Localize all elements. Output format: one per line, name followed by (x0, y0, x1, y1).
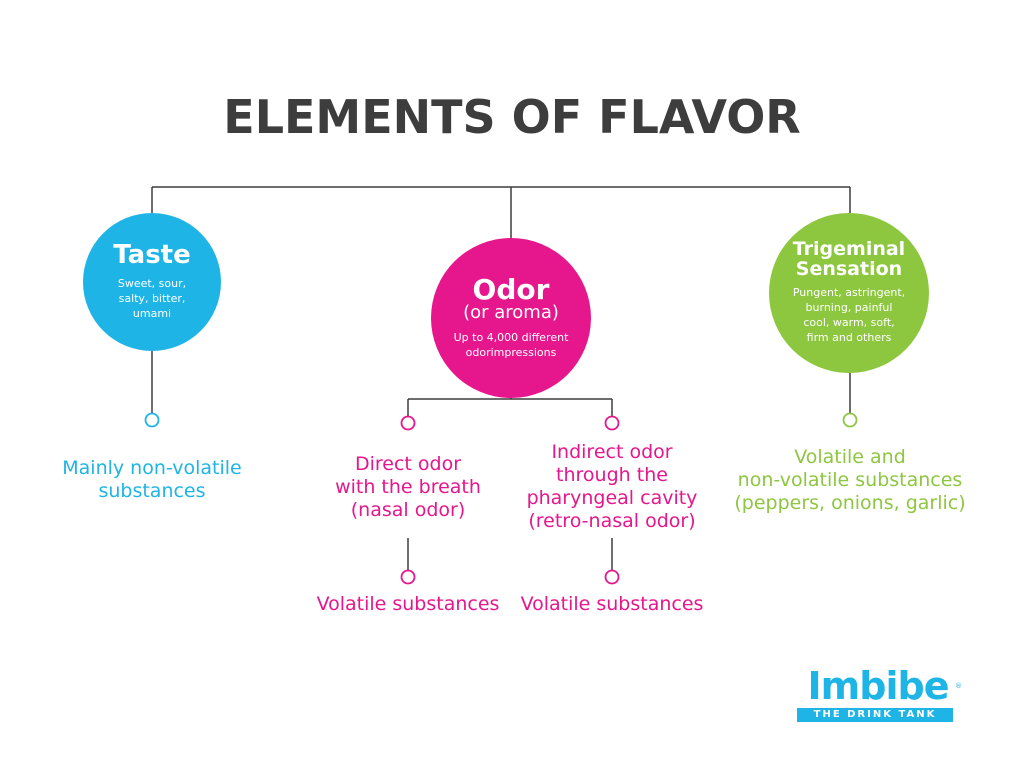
odor-description: Up to 4,000 different odorimpressions (453, 331, 569, 360)
logo-name: Imbibe (807, 664, 950, 708)
indirect-result-dot (604, 569, 620, 585)
odor-direct-result: Volatile substances (316, 593, 500, 615)
trigeminal-circle: Trigeminal Sensation Pungent, astringent… (769, 213, 929, 373)
indirect-node-dot (604, 415, 620, 431)
odor-direct: Direct odor with the breath (nasal odor) (335, 453, 481, 521)
taste-description: Sweet, sour, salty, bitter, umami (117, 277, 187, 321)
trigeminal-title: Trigeminal Sensation (792, 238, 906, 281)
logo-registered-mark: ® (955, 682, 962, 690)
trigeminal-result: Volatile and non-volatile substances (pe… (734, 446, 966, 514)
taste-node-dot (144, 412, 160, 428)
taste-title: Taste (113, 240, 191, 271)
page-title: ELEMENTS OF FLAVOR (223, 90, 801, 144)
direct-node-dot (400, 415, 416, 431)
direct-result-dot (400, 569, 416, 585)
odor-subtitle: (or aroma) (463, 302, 559, 324)
odor-title: Odor (472, 273, 550, 307)
trig-node-dot (842, 412, 858, 428)
taste-result: Mainly non-volatile substances (62, 457, 242, 502)
odor-indirect-result: Volatile substances (520, 593, 704, 615)
imbibe-logo: Imbibe ® THE DRINK TANK (793, 664, 963, 728)
odor-indirect: Indirect odor through the pharyngeal cav… (526, 441, 698, 532)
logo-tagline: THE DRINK TANK (797, 708, 953, 722)
taste-circle: Taste Sweet, sour, salty, bitter, umami (83, 213, 221, 351)
odor-circle: Odor (or aroma) Up to 4,000 different od… (431, 238, 591, 398)
trigeminal-description: Pungent, astringent, burning, painful co… (792, 286, 906, 344)
